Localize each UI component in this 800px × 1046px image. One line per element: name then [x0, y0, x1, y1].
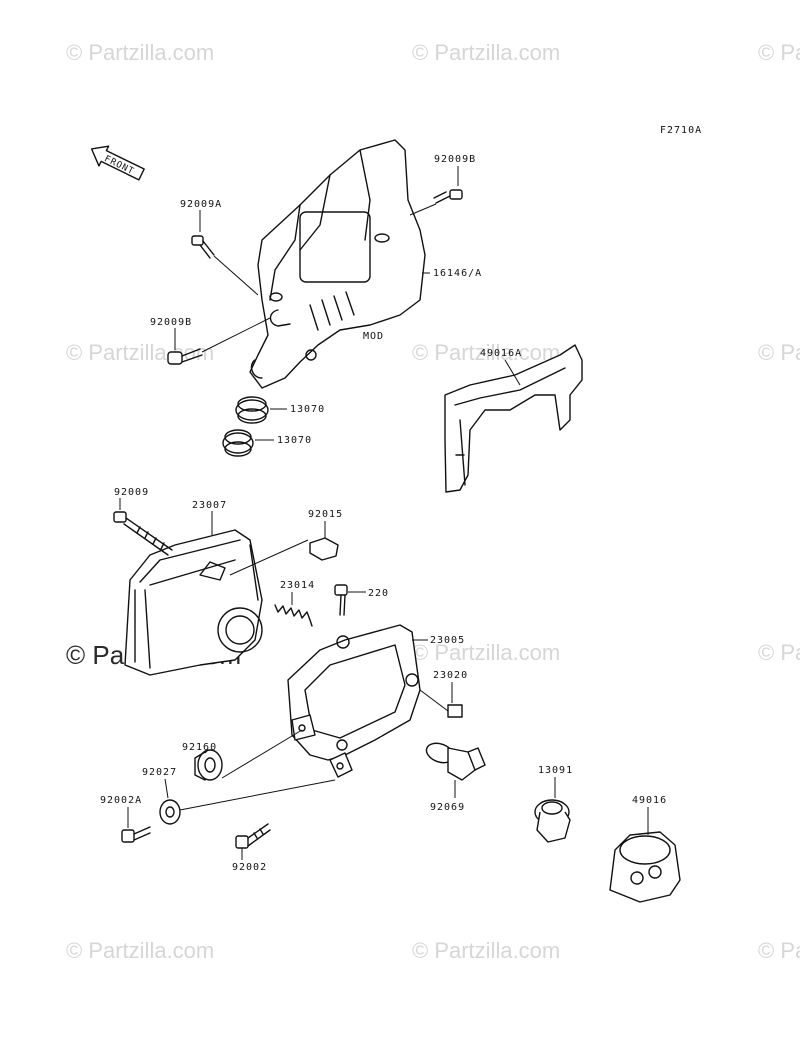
label-92027: 92027 — [142, 767, 177, 778]
collar-92027-part — [159, 779, 336, 825]
watermark: © Partzilla.com — [758, 340, 800, 365]
socket-13091-part — [534, 799, 571, 843]
bolt-92009A — [191, 235, 259, 296]
bolt-92009B-left — [167, 317, 271, 365]
bolt-92002A — [121, 826, 151, 843]
watermark: © Partzilla.com — [758, 40, 800, 65]
label-23005: 23005 — [430, 635, 465, 646]
watermark: © Partzilla.com — [412, 340, 560, 365]
label-49016A: 49016A — [480, 348, 522, 359]
label-92009A: 92009A — [180, 199, 222, 210]
watermarks: © Partzilla.com © Partzilla.com © Partzi… — [66, 40, 800, 963]
screw-92009 — [113, 511, 173, 556]
label-92009: 92009 — [114, 487, 149, 498]
screw-220-part — [334, 584, 366, 616]
headlight-23007-part — [124, 529, 263, 676]
label-92160: 92160 — [182, 742, 217, 753]
seal-49016A-part — [444, 344, 583, 493]
nut-23020-part — [419, 689, 463, 718]
label-92009B: 92009B — [434, 154, 476, 165]
label-220: 220 — [368, 588, 389, 599]
label-mod: MOD — [363, 331, 384, 342]
watermark: © Partzilla.com — [758, 938, 800, 963]
watermark: © Partzilla.com — [66, 938, 214, 963]
figure-code: F2710A — [660, 125, 702, 136]
grommet-13070-a — [235, 396, 269, 424]
part-labels: 92009B 92009A 16146/A 92009B MOD 13070 1… — [100, 154, 667, 873]
clip-92015-part — [229, 537, 339, 576]
cap-49016-part — [609, 831, 681, 903]
watermark: © Partzilla.com — [66, 40, 214, 65]
grommet-92160-part — [194, 729, 303, 781]
label-92002A: 92002A — [100, 795, 142, 806]
watermark: © Partzilla.com — [758, 640, 800, 665]
label-92069: 92069 — [430, 802, 465, 813]
label-23014: 23014 — [280, 580, 315, 591]
bolt-92009B-top — [409, 189, 463, 216]
label-13070: 13070 — [277, 435, 312, 446]
label-92002: 92002 — [232, 862, 267, 873]
label-49016: 49016 — [632, 795, 667, 806]
label-23007: 23007 — [192, 500, 227, 511]
label-13091: 13091 — [538, 765, 573, 776]
grommet-13070-b — [222, 429, 254, 457]
headlight-cover-part — [249, 139, 426, 389]
bulb-92069-part — [425, 742, 486, 798]
label-23020: 23020 — [433, 670, 468, 681]
label-13070: 13070 — [290, 404, 325, 415]
watermark: © Partzilla.com — [412, 640, 560, 665]
bolt-92002 — [235, 823, 271, 849]
label-16146A: 16146/A — [433, 268, 482, 279]
watermark: © Partzilla.com — [412, 40, 560, 65]
front-arrow-icon: FRONT — [90, 145, 145, 181]
spring-23014-part — [274, 604, 313, 627]
watermark: © Partzilla.com — [412, 938, 560, 963]
label-92015: 92015 — [308, 509, 343, 520]
label-92009B: 92009B — [150, 317, 192, 328]
frame-23005-part — [287, 624, 421, 778]
